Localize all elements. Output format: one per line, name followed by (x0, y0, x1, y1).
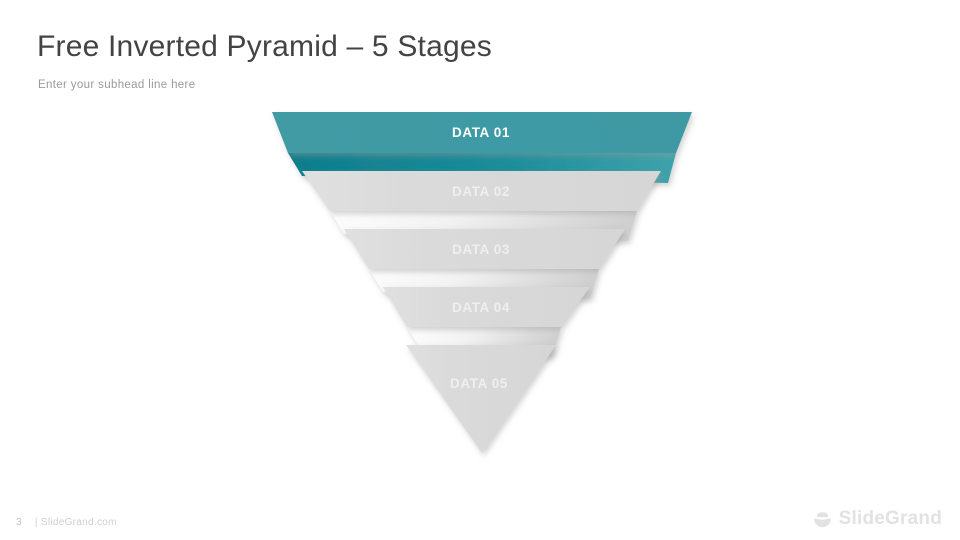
pyramid-stage-2[interactable]: DATA 02 (302, 171, 661, 241)
brand-logo-text: SlideGrand (838, 508, 942, 529)
pyramid-stage-5-label: DATA 05 (450, 376, 508, 391)
pyramid-stage-4-face (383, 287, 590, 327)
pyramid-stage-3[interactable]: DATA 03 (344, 229, 625, 299)
pyramid-stage-2-side (330, 211, 637, 241)
slidegrand-bowl-logo-icon (813, 511, 831, 527)
footer-left: 3 | SlideGrand.com (16, 517, 117, 528)
pyramid-stage-3-side (369, 269, 599, 299)
brand-logo[interactable]: SlideGrand (812, 508, 942, 530)
footer-site-label: | SlideGrand.com (34, 517, 117, 528)
page-title: Free Inverted Pyramid – 5 Stages (37, 30, 492, 63)
slide-subhead: Enter your subhead line here (38, 79, 196, 91)
pyramid-stage-4-label: DATA 04 (452, 300, 510, 315)
pyramid-stage-4-side (407, 327, 561, 357)
pyramid-stage-2-face (302, 171, 661, 211)
pyramid-stage-3-label: DATA 03 (452, 242, 510, 257)
page-number: 3 (16, 517, 22, 528)
pyramid-stage-5-face (406, 345, 556, 453)
pyramid-stage-1-label: DATA 01 (452, 125, 510, 140)
pyramid-stage-4[interactable]: DATA 04 (383, 287, 590, 357)
pyramid-stage-5[interactable]: DATA 05 (406, 345, 556, 453)
pyramid-stage-1[interactable]: DATA 01 (272, 112, 692, 183)
pyramid-stage-1-side (288, 153, 676, 183)
pyramid-stage-2-label: DATA 02 (452, 184, 510, 199)
pyramid-stage-1-face (272, 112, 692, 153)
pyramid-stage-3-face (344, 229, 625, 269)
